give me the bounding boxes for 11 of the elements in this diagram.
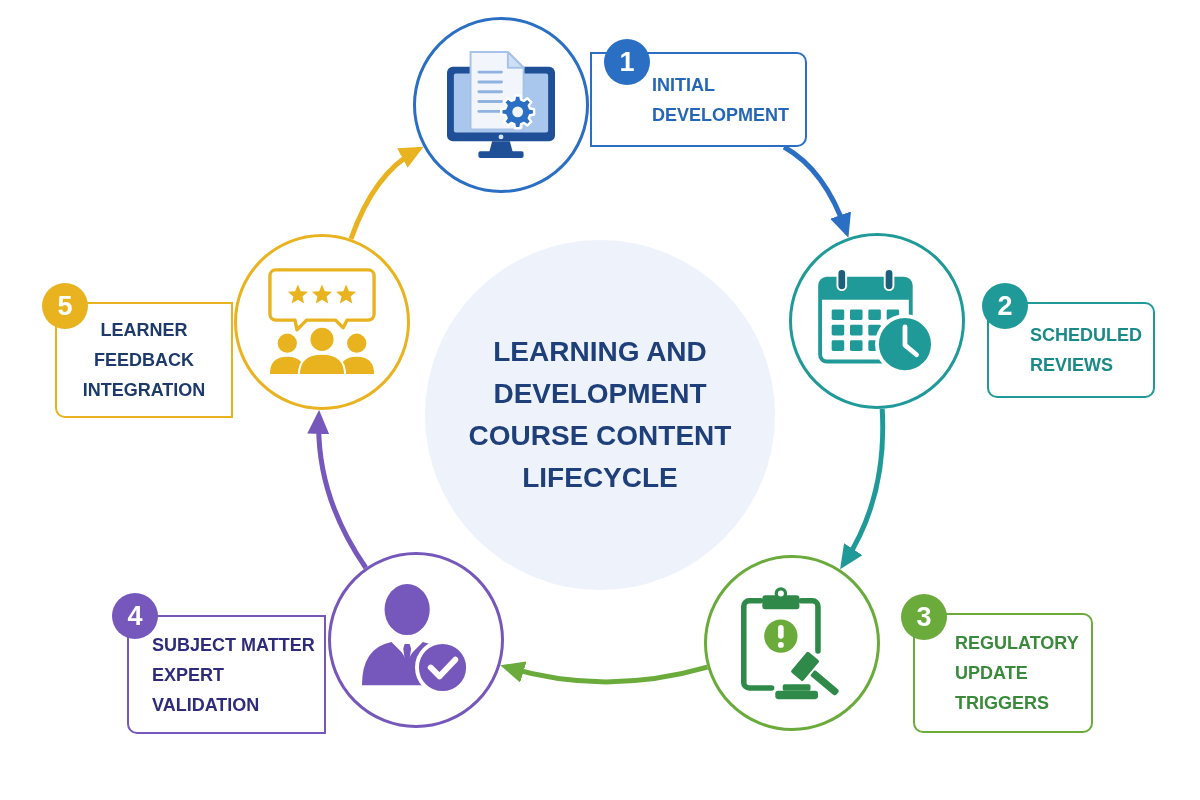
arrow — [782, 144, 851, 238]
arrow — [840, 408, 886, 570]
arrow — [500, 661, 709, 685]
step-number-badge: 1 — [604, 39, 650, 85]
step-number-badge: 5 — [42, 283, 88, 329]
arrow — [307, 409, 368, 570]
lifecycle-title-circle: LEARNING AND DEVELOPMENT COURSE CONTENT LIFECYCLE — [425, 240, 775, 590]
step-number-badge: 2 — [982, 283, 1028, 329]
arrow — [348, 146, 424, 240]
step-number-badge: 4 — [112, 593, 158, 639]
step-number-badge: 3 — [901, 594, 947, 640]
